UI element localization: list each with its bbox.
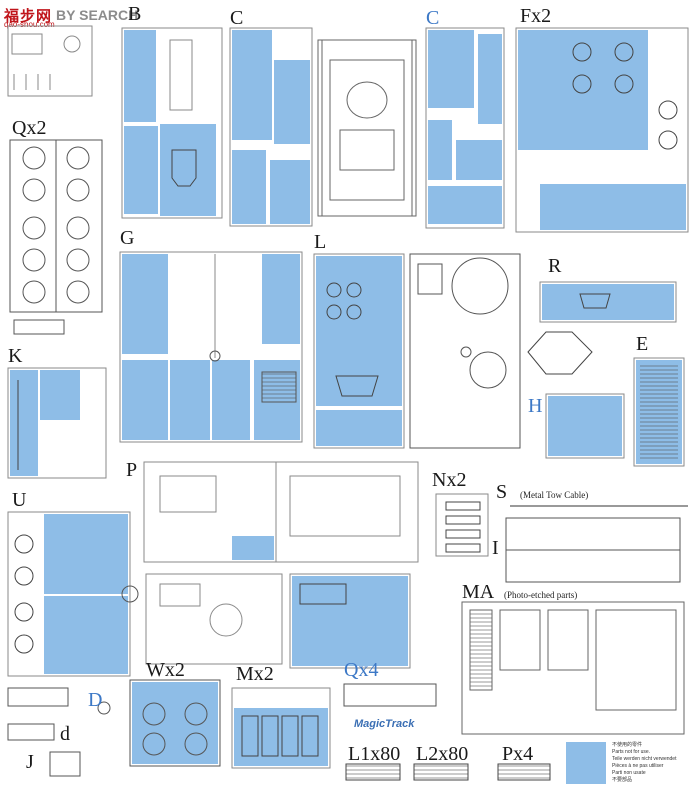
label-mx2: Mx2 xyxy=(236,663,274,685)
label-i: I xyxy=(492,537,499,559)
legend-swatch xyxy=(566,742,606,784)
sprue-h xyxy=(545,393,625,459)
label-px4: Px4 xyxy=(502,743,534,765)
label-l1x80: L1x80 xyxy=(348,743,401,765)
sprue-r xyxy=(539,281,677,323)
sprue-fx2 xyxy=(515,27,689,233)
sprue-ma xyxy=(461,601,685,735)
label-u: U xyxy=(12,489,27,511)
sprue-l xyxy=(313,253,405,449)
sprue-i xyxy=(505,517,681,583)
sprue-e xyxy=(633,357,685,467)
legend-line: Parts not for use. xyxy=(612,749,651,755)
sprue-g xyxy=(119,251,303,443)
sprue-qx4 xyxy=(343,683,437,707)
label-s-note: (Metal Tow Cable) xyxy=(520,490,589,500)
legend-line: Parti non usate xyxy=(612,770,646,776)
watermark: 福步网 BY SEARCH qao-shou.com xyxy=(4,4,139,29)
sprue-wx2 xyxy=(129,679,221,767)
sprue-top-left xyxy=(7,25,93,97)
watermark-brand: 福步网 xyxy=(4,7,53,25)
label-l: L xyxy=(314,231,327,253)
legend-line: 不要部品 xyxy=(612,777,633,783)
sprue-nx2 xyxy=(435,493,489,557)
label-ma: MA xyxy=(462,581,495,603)
label-p: P xyxy=(126,459,138,481)
label-d-upper: D xyxy=(88,689,103,711)
label-b: B xyxy=(128,3,142,25)
track-links xyxy=(345,763,551,781)
sprue-b xyxy=(121,27,223,219)
sprue-u xyxy=(7,511,139,677)
label-g: G xyxy=(120,227,135,249)
sprue-mx2 xyxy=(231,687,331,769)
sprue-k xyxy=(7,367,107,479)
hex-part xyxy=(527,331,593,375)
label-fx2: Fx2 xyxy=(520,5,552,27)
label-r: R xyxy=(548,255,562,277)
watermark-search: BY SEARCH xyxy=(56,7,139,23)
legend-text: 不使用的零件 Parts not for use. Teile werden n… xyxy=(612,742,676,784)
legend-line: 不使用的零件 xyxy=(612,742,643,748)
sprue-c-left xyxy=(229,27,313,227)
label-l2x80: L2x80 xyxy=(416,743,469,765)
hull-frame xyxy=(317,39,417,217)
watermark-url: qao-shou.com xyxy=(4,20,55,29)
label-qx2: Qx2 xyxy=(12,117,47,139)
label-qx4: Qx4 xyxy=(344,659,379,681)
sprue-qx2 xyxy=(9,139,103,335)
sprue-turret xyxy=(409,253,521,449)
label-c-left: C xyxy=(230,7,244,29)
sprue-p xyxy=(143,461,419,563)
label-k: K xyxy=(8,345,23,367)
sprue-blue-mid xyxy=(289,573,411,669)
label-c-right: C xyxy=(426,7,440,29)
legend-line: Pièces à ne pas utiliser xyxy=(612,763,664,769)
label-wx2: Wx2 xyxy=(146,659,185,681)
label-s: S xyxy=(496,481,508,503)
sprue-c-right xyxy=(425,27,505,229)
legend-line: Teile werden nicht verwendet xyxy=(612,756,677,762)
label-nx2: Nx2 xyxy=(432,469,467,491)
label-h: H xyxy=(528,395,543,417)
label-e: E xyxy=(636,333,649,355)
label-d-lower: d xyxy=(60,723,70,745)
label-j: J xyxy=(26,751,34,773)
sprue-p-lower xyxy=(145,573,283,665)
magic-track-logo: MagicTrack xyxy=(354,718,415,730)
label-ma-note: (Photo-etched parts) xyxy=(504,590,578,600)
sprue-d xyxy=(7,687,111,777)
